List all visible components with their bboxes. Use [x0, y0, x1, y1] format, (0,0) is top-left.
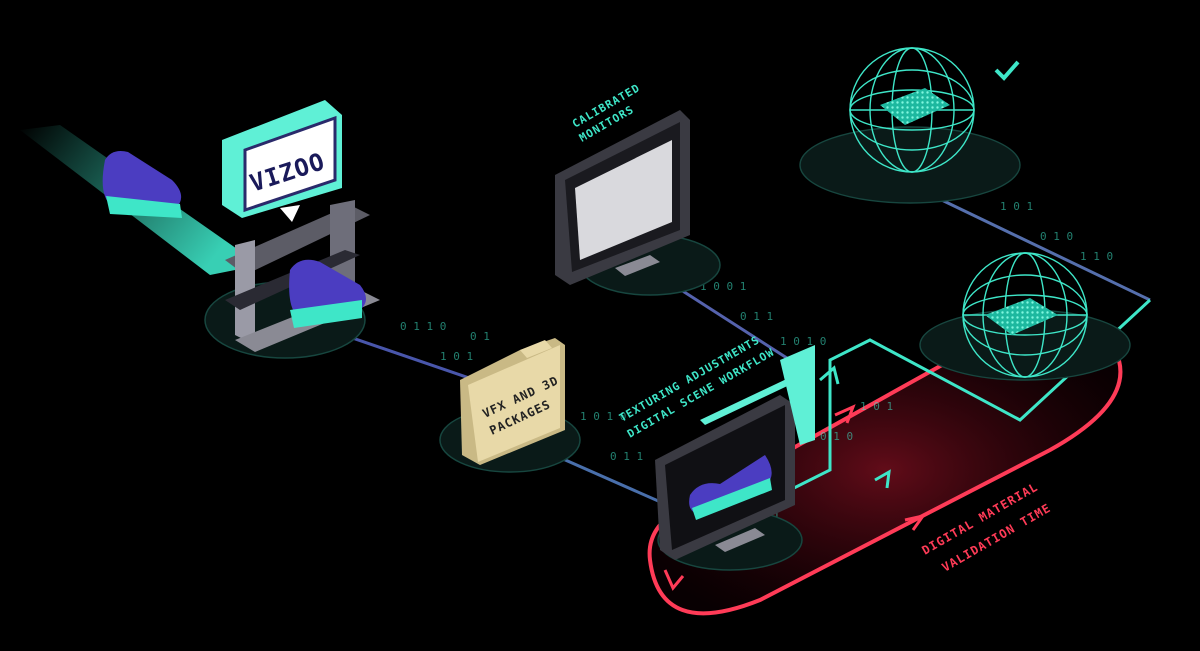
svg-text:0 1 0: 0 1 0	[1040, 230, 1073, 243]
shoe-icon	[289, 259, 366, 328]
binary-streams: 0 1 1 0 1 0 1 0 1 1 0 1 0 0 1 1 1 0 0 1 …	[400, 200, 1113, 523]
scanner-station	[204, 200, 380, 359]
svg-text:0 1: 0 1	[470, 330, 490, 343]
shoe-icon	[689, 455, 772, 520]
svg-text:0 1 1: 0 1 1	[610, 450, 643, 463]
ruler-icon	[700, 375, 800, 425]
svg-text:0 1 1 0: 0 1 1 0	[400, 320, 446, 333]
svg-text:1 0 1 0: 1 0 1 0	[580, 410, 626, 423]
shoe-icon	[102, 151, 182, 218]
svg-text:1 0 1: 1 0 1	[440, 350, 473, 363]
svg-text:0 1 1: 0 1 1	[740, 310, 773, 323]
texturing-monitor	[655, 345, 815, 571]
workflow-loop	[789, 298, 1152, 492]
svg-text:1 0 1: 1 0 1	[1000, 200, 1033, 213]
loop-arrow-icon	[834, 404, 856, 424]
svg-text:1 0 1: 1 0 1	[860, 400, 893, 413]
svg-text:1 1 0: 1 1 0	[1080, 250, 1113, 263]
svg-text:1 0 0 1: 1 0 0 1	[700, 280, 746, 293]
loop-arrow-icon	[663, 569, 685, 591]
checkmark-icon	[994, 60, 1020, 81]
globe-icon	[799, 47, 1021, 204]
svg-text:0 1 0: 0 1 0	[820, 430, 853, 443]
vizoo-badge: VIZOO	[222, 100, 342, 222]
workflow-label-line1: TEXTURING ADJUSTMENTS	[617, 333, 762, 424]
material-chip	[985, 298, 1058, 335]
ruler-icon	[780, 345, 815, 445]
svg-text:1 0 1 0: 1 0 1 0	[780, 335, 826, 348]
loop-arrow-icon	[904, 513, 927, 531]
folder-icon	[439, 338, 581, 473]
calibrated-monitor	[555, 110, 721, 296]
material-chip	[880, 88, 950, 125]
